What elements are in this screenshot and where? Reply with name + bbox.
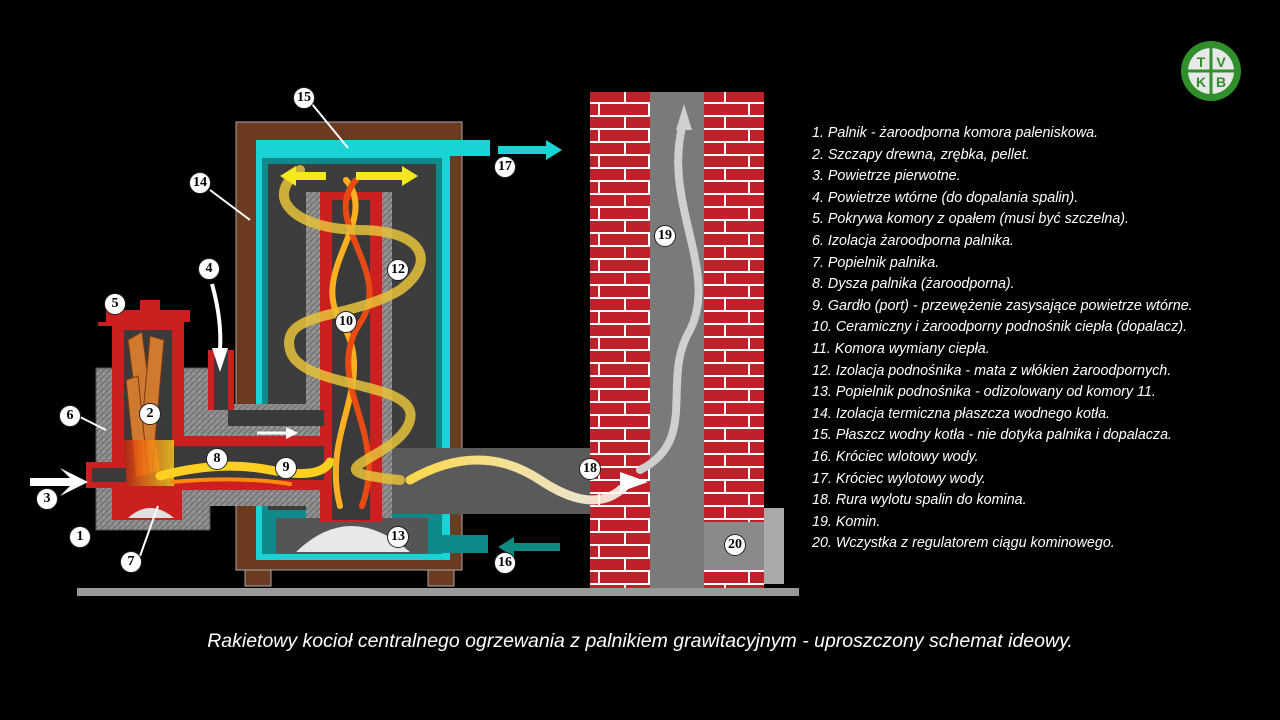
floor-line (77, 588, 799, 596)
badge-1: 1 (69, 526, 91, 548)
badge-18: 18 (579, 458, 601, 480)
legend-item-11: 11. Komora wymiany ciepła. (812, 340, 990, 357)
badge-17: 17 (494, 156, 516, 178)
legend-item-14: 14. Izolacja termiczna płaszcza wodnego … (812, 405, 1111, 422)
legend-list: 1. Palnik - żaroodporna komora palenisko… (812, 123, 1193, 555)
legend-item-17: 17. Króciec wylotowy wody. (812, 470, 986, 487)
legend-item-5: 5. Pokrywa komory z opałem (musi być szc… (812, 211, 1130, 228)
logo-letter-v: V (1216, 54, 1226, 70)
legend-item-7: 7. Popielnik palnika. (812, 254, 940, 271)
badge-2: 2 (139, 403, 161, 425)
badge-7: 7 (120, 551, 142, 573)
legend-item-20: 20. Wczystka z regulatorem ciągu kominow… (812, 535, 1115, 552)
legend-item-15: 15. Płaszcz wodny kotła - nie dotyka pal… (812, 427, 1173, 444)
legend-item-6: 6. Izolacja żaroodporna palnika. (812, 232, 1014, 249)
logo-letter-k: K (1196, 74, 1206, 90)
badge-9: 9 (275, 457, 297, 479)
legend-item-18: 18. Rura wylotu spalin do komina. (812, 492, 1027, 509)
tvkb-logo: T V K B (1181, 41, 1241, 101)
badge-4: 4 (198, 258, 220, 280)
diagram-caption: Rakietowy kocioł centralnego ogrzewania … (207, 630, 1073, 652)
badge-13: 13 (387, 526, 409, 548)
legend-item-16: 16. Króciec wlotowy wody. (812, 448, 979, 465)
ash-pile (296, 526, 410, 552)
badge-14: 14 (189, 172, 211, 194)
legend-item-12: 12. Izolacja podnośnika - mata z włókien… (812, 362, 1172, 379)
legend-item-10: 10. Ceramiczny i żaroodporny podnośnik c… (812, 319, 1188, 336)
gas-flows (155, 116, 703, 509)
legend-item-4: 4. Powietrze wtórne (do dopalania spalin… (812, 189, 1079, 206)
badge-5: 5 (104, 293, 126, 315)
badge-16: 16 (494, 552, 516, 574)
flow-arrows (30, 104, 692, 557)
badge-15: 15 (293, 87, 315, 109)
badge-12: 12 (387, 259, 409, 281)
logo-letter-b: B (1216, 74, 1226, 90)
legend-item-13: 13. Popielnik podnośnika - odizolowany o… (812, 384, 1156, 401)
legend-item-2: 2. Szczapy drewna, zrębka, pellet. (812, 146, 1030, 163)
legend-item-9: 9. Gardło (port) - przewężenie zasysając… (812, 297, 1193, 314)
legend-item-19: 19. Komin. (812, 513, 881, 530)
legend-item-1: 1. Palnik - żaroodporna komora palenisko… (812, 125, 1099, 141)
badge-20: 20 (724, 534, 746, 556)
legend-item-3: 3. Powietrze pierwotne. (812, 168, 961, 185)
leader-lines (79, 103, 349, 557)
logo-letter-t: T (1197, 54, 1206, 70)
badge-10: 10 (335, 311, 357, 333)
badge-6: 6 (59, 405, 81, 427)
badge-3: 3 (36, 488, 58, 510)
legend-item-8: 8. Dysza palnika (żaroodporna). (812, 276, 1015, 293)
badge-19: 19 (654, 225, 676, 247)
badge-8: 8 (206, 448, 228, 470)
